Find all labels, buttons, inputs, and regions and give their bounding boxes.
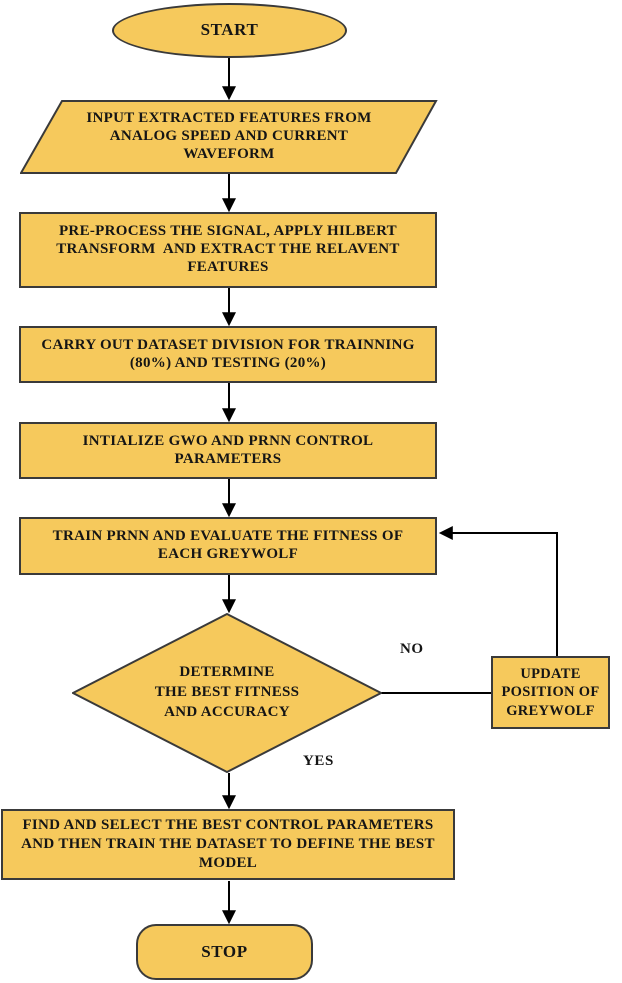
edge-update-to-train-loop bbox=[438, 526, 558, 656]
parallelogram-shape bbox=[20, 100, 438, 174]
edge-label-no: NO bbox=[400, 641, 424, 657]
node-update-label: UPDATE POSITION OF GREYWOLF bbox=[501, 666, 600, 719]
node-train-label: TRAIN PRNN AND EVALUATE THE FITNESS OF E… bbox=[52, 528, 404, 562]
node-update-position: UPDATE POSITION OF GREYWOLF bbox=[491, 656, 610, 729]
node-start: START bbox=[112, 3, 347, 58]
node-initialize-parameters: INTIALIZE GWO AND PRNN CONTROL PARAMETER… bbox=[19, 422, 437, 479]
node-find-label: FIND AND SELECT THE BEST CONTROL PARAMET… bbox=[21, 817, 435, 871]
diamond-shape bbox=[72, 613, 382, 773]
node-decision-diamond: DETERMINE THE BEST FITNESS AND ACCURACY bbox=[72, 613, 382, 773]
node-input-label: INPUT EXTRACTED FEATURES FROM ANALOG SPE… bbox=[86, 110, 372, 162]
node-train-prnn: TRAIN PRNN AND EVALUATE THE FITNESS OF E… bbox=[19, 517, 437, 575]
node-stop: STOP bbox=[136, 924, 313, 980]
node-input-parallelogram: INPUT EXTRACTED FEATURES FROM ANALOG SPE… bbox=[20, 100, 438, 174]
node-start-label: START bbox=[200, 20, 259, 40]
node-preprocess-label: PRE-PROCESS THE SIGNAL, APPLY HILBERT TR… bbox=[56, 223, 400, 275]
node-decision-label: DETERMINE THE BEST FITNESS AND ACCURACY bbox=[154, 664, 300, 720]
node-preprocess: PRE-PROCESS THE SIGNAL, APPLY HILBERT TR… bbox=[19, 212, 437, 288]
edge-label-yes: YES bbox=[303, 753, 334, 769]
node-dataset-label: CARRY OUT DATASET DIVISION FOR TRAINNING… bbox=[41, 336, 415, 371]
node-dataset-division: CARRY OUT DATASET DIVISION FOR TRAINNING… bbox=[19, 326, 437, 383]
node-find-best-model: FIND AND SELECT THE BEST CONTROL PARAMET… bbox=[1, 809, 455, 880]
node-stop-label: STOP bbox=[201, 941, 248, 961]
node-initialize-label: INTIALIZE GWO AND PRNN CONTROL PARAMETER… bbox=[82, 432, 374, 467]
